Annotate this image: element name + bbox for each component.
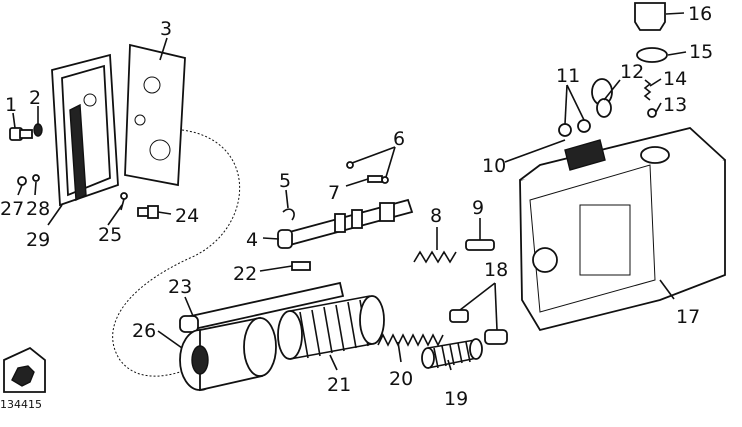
connector-curve	[112, 129, 241, 377]
part-2-washer	[33, 123, 43, 137]
part-5-clip	[282, 208, 295, 221]
part-27-28-pins	[17, 174, 40, 186]
part-20-spring	[377, 333, 444, 347]
part-17-housing	[519, 127, 726, 332]
callout-27: 27	[0, 198, 24, 220]
callout-11: 11	[556, 65, 580, 87]
part-24-screw	[137, 205, 159, 219]
callout-6: 6	[393, 128, 405, 150]
callout-13: 13	[663, 94, 687, 116]
part-19-spring	[421, 338, 483, 369]
callout-16: 16	[688, 3, 712, 25]
callout-25: 25	[98, 224, 122, 246]
callout-21: 21	[327, 374, 351, 396]
part-21-spring	[277, 295, 385, 360]
deer-logo-icon	[3, 346, 46, 393]
part-26-piston	[179, 316, 277, 392]
callout-23: 23	[168, 276, 192, 298]
callout-17: 17	[676, 306, 700, 328]
part-4-7-spool	[277, 198, 414, 249]
part-11-nuts	[558, 119, 591, 137]
callout-14: 14	[663, 68, 687, 90]
part-8-spring	[413, 250, 457, 264]
part-12-seals	[591, 78, 613, 118]
part-29-plate	[51, 53, 119, 207]
callout-26: 26	[132, 320, 156, 342]
callout-10: 10	[482, 155, 506, 177]
callout-19: 19	[444, 388, 468, 410]
part-3-gasket	[124, 43, 186, 187]
callout-9: 9	[472, 197, 484, 219]
callout-12: 12	[620, 61, 644, 83]
callout-24: 24	[175, 205, 199, 227]
callout-1: 1	[5, 94, 17, 116]
callout-4: 4	[246, 229, 258, 251]
callout-8: 8	[430, 205, 442, 227]
part-9-pin	[465, 239, 495, 251]
callout-5: 5	[279, 170, 291, 192]
part-22-pin	[291, 261, 311, 271]
callout-3: 3	[160, 18, 172, 40]
part-13-ball	[647, 108, 657, 118]
part-16-plug	[634, 2, 666, 31]
leader-lines	[12, 12, 687, 371]
part-1-bolt	[9, 127, 33, 141]
callout-15: 15	[689, 41, 713, 63]
part-15-oring	[636, 47, 668, 63]
callout-18: 18	[484, 259, 508, 281]
part-25-pin	[120, 192, 128, 211]
part-23-shaft	[179, 281, 345, 333]
callout-29: 29	[26, 229, 50, 251]
part-18-plugs	[449, 309, 508, 345]
reference-number: 134415	[0, 398, 42, 411]
callout-28: 28	[26, 198, 50, 220]
callout-2: 2	[29, 87, 41, 109]
part-14-spring	[643, 79, 652, 101]
callout-7: 7	[328, 182, 340, 204]
callout-20: 20	[389, 368, 413, 390]
callout-22: 22	[233, 263, 257, 285]
